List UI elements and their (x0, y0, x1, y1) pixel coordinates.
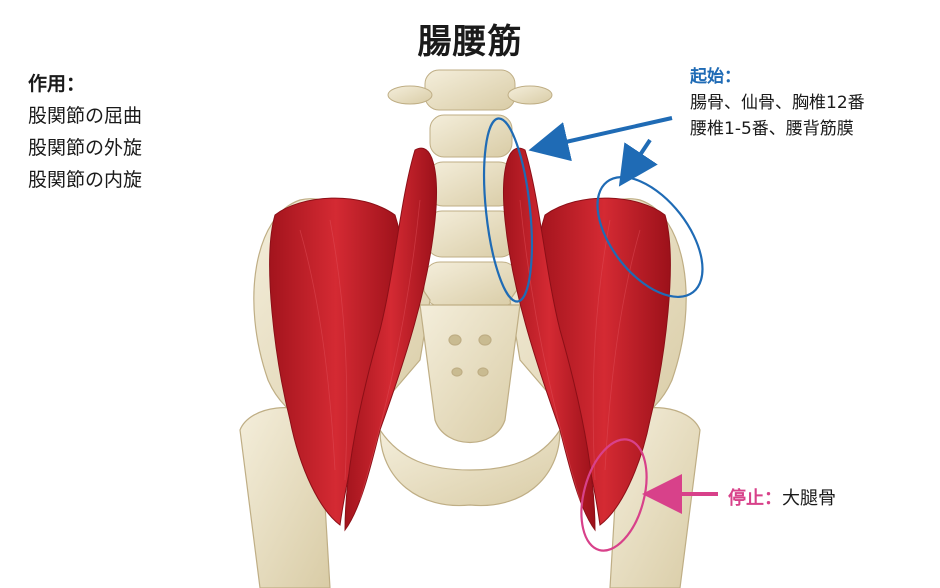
origin-highlight (483, 117, 533, 303)
origin-highlight (596, 175, 704, 299)
insertion-heading: 停止： (728, 488, 782, 509)
origin-arrow (528, 116, 673, 162)
action-item: 股関節の外旋 (28, 137, 143, 159)
action-block: 作用： 股関節の屈曲 股関節の外旋 股関節の内旋 (28, 68, 142, 196)
sacrum (379, 304, 561, 507)
insertion-block: 停止：大腿骨 (728, 484, 836, 510)
action-item: 股関節の屈曲 (28, 105, 143, 127)
muscle-fibers (299, 199, 641, 501)
origin-heading: 起始： (690, 67, 741, 87)
insertion-value: 大腿骨 (782, 488, 836, 509)
action-heading: 作用： (28, 73, 86, 95)
origin-line: 腸骨、仙骨、胸椎12番 (690, 93, 865, 113)
origin-line: 腰椎1-5番、腰背筋膜 (690, 119, 854, 139)
action-item: 股関節の内旋 (28, 169, 143, 191)
page-title: 腸腰筋 (417, 22, 523, 62)
origin-arrow (618, 138, 658, 187)
origin-block: 起始： 腸骨、仙骨、胸椎12番 腰椎1-5番、腰背筋膜 (690, 64, 865, 142)
